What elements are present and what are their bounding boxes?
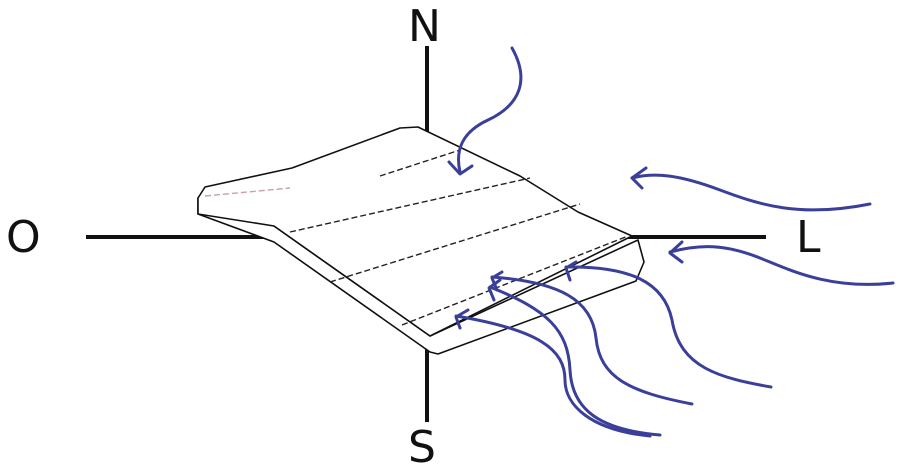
east-label: L [796,212,821,263]
wind-arrow-east-1 [630,166,872,212]
plate-step-ridge-pink [204,187,291,197]
wind-arrow-east-2 [668,240,895,286]
wind-arrow-north [447,46,523,176]
wind-arrows-group [447,46,895,438]
wind-arrow-southeast-4 [454,308,652,438]
north-label: N [408,1,441,52]
wind-arrow-southeast-2 [490,270,694,406]
wind-arrow-southeast-1 [564,260,773,389]
plate-step-ridge-2 [289,177,531,233]
west-label: O [6,212,41,263]
south-label: S [408,422,436,466]
wind-arrow-southeast-3 [487,278,662,437]
plate-step-ridge-3 [329,203,581,283]
plate-step-ridge-1 [379,149,461,177]
